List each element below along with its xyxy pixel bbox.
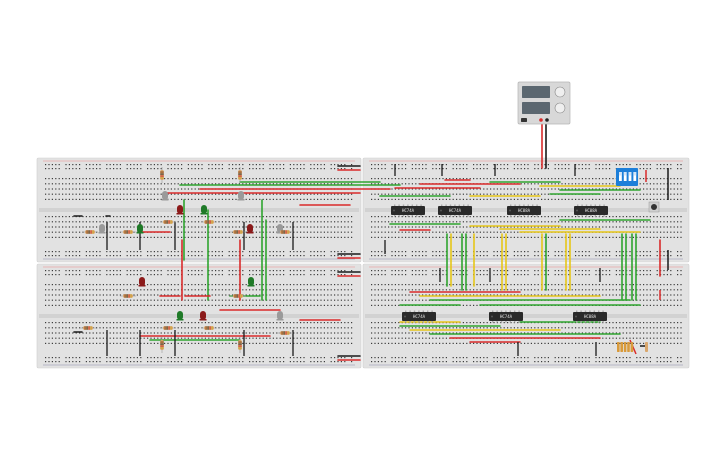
power-supply-icon[interactable] xyxy=(517,81,571,125)
breadboard-channel xyxy=(39,314,359,318)
led-icon[interactable] xyxy=(136,224,144,234)
led-icon[interactable] xyxy=(237,191,245,201)
led-icon[interactable] xyxy=(276,311,284,321)
resistor-icon[interactable] xyxy=(230,230,246,234)
resistor-icon[interactable] xyxy=(160,167,164,183)
ic-chip-u5[interactable]: HC74A xyxy=(402,310,436,323)
resistor-icon[interactable] xyxy=(201,326,217,330)
led-icon[interactable] xyxy=(161,191,169,201)
led-icon[interactable] xyxy=(138,277,146,287)
resistor-network-icon[interactable] xyxy=(617,342,648,352)
jumper-wires[interactable] xyxy=(73,121,669,361)
ic-chip-u6[interactable]: HC74A xyxy=(489,310,523,323)
ic-chip-u3[interactable]: HC08A xyxy=(507,204,541,217)
resistor-icon[interactable] xyxy=(80,326,96,330)
led-icon[interactable] xyxy=(176,311,184,321)
resistor-icon[interactable] xyxy=(238,167,242,183)
components[interactable]: HC74A HC74A HC08A HC08A HC74A HC74A HC08A xyxy=(80,167,660,353)
resistor-icon[interactable] xyxy=(120,230,136,234)
knob-icon[interactable] xyxy=(554,86,566,98)
power-supply-display xyxy=(522,102,550,114)
ic-chip-label: HC08A xyxy=(584,314,597,319)
push-button-icon[interactable] xyxy=(648,201,660,213)
resistor-icon[interactable] xyxy=(230,294,246,298)
resistor-icon[interactable] xyxy=(160,337,164,353)
ic-chip-label: HC74A xyxy=(402,208,415,213)
ic-chip-u1[interactable]: HC74A xyxy=(391,204,425,217)
resistor-icon[interactable] xyxy=(238,337,242,353)
ic-chip-u7[interactable]: HC08A xyxy=(573,310,607,323)
terminal-icon[interactable] xyxy=(539,118,543,122)
resistor-icon[interactable] xyxy=(160,220,176,224)
power-switch-icon[interactable] xyxy=(521,118,527,122)
ic-chip-label: HC74A xyxy=(413,314,426,319)
ic-chip-label: HC74A xyxy=(449,208,462,213)
resistor-icon[interactable] xyxy=(277,230,293,234)
breadboard-channel xyxy=(39,208,359,212)
led-icon[interactable] xyxy=(199,311,207,321)
breadboard-channel xyxy=(365,314,687,318)
resistor-icon[interactable] xyxy=(277,331,293,335)
power-supply-display xyxy=(522,86,550,98)
ic-chip-u2[interactable]: HC74A xyxy=(438,204,472,217)
dip-switch-icon[interactable] xyxy=(616,168,638,186)
resistor-icon[interactable] xyxy=(160,326,176,330)
ic-chip-label: HC08A xyxy=(585,208,598,213)
led-icon[interactable] xyxy=(176,205,184,215)
led-icon[interactable] xyxy=(200,205,208,215)
knob-icon[interactable] xyxy=(554,102,566,114)
ic-chip-label: HC08A xyxy=(518,208,531,213)
led-icon[interactable] xyxy=(246,224,254,234)
led-icon[interactable] xyxy=(98,224,106,234)
terminal-icon[interactable] xyxy=(545,118,549,122)
resistor-icon[interactable] xyxy=(120,294,136,298)
resistor-icon[interactable] xyxy=(82,230,98,234)
ic-chip-u4[interactable]: HC08A xyxy=(574,204,608,217)
resistor-icon[interactable] xyxy=(201,220,217,224)
ic-chip-label: HC74A xyxy=(500,314,513,319)
led-icon[interactable] xyxy=(247,277,255,287)
